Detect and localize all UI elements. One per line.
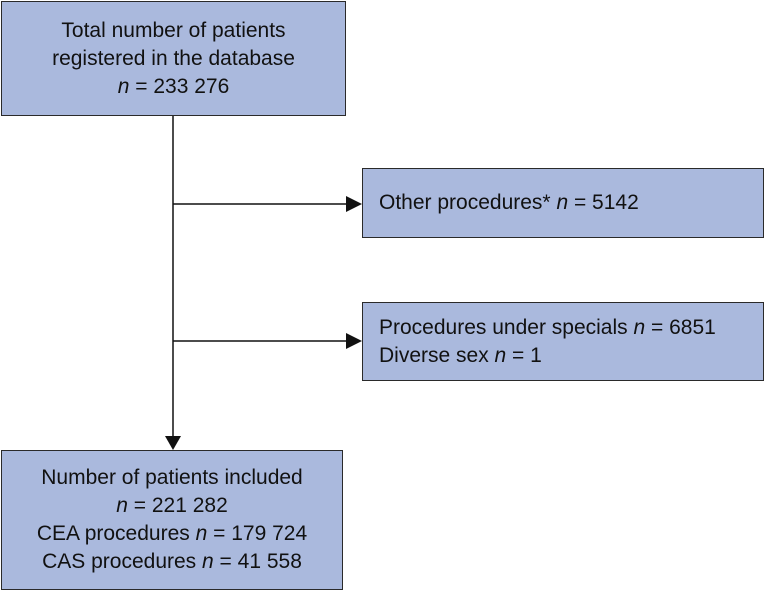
total-count: n = 233 276	[118, 73, 230, 101]
special-line1: Procedures under specials n = 6851	[379, 314, 763, 342]
special-n2-value: = 1	[506, 343, 542, 367]
special-line2: Diverse sex n = 1	[379, 342, 763, 370]
cea-line: CEA procedures n = 179 724	[37, 520, 307, 548]
cea-n-symbol: n	[195, 522, 208, 545]
cas-label: CAS procedures	[42, 550, 203, 573]
arrowhead-down-included	[165, 436, 181, 450]
included-n-symbol: n	[116, 494, 128, 517]
cea-label: CEA procedures	[36, 522, 196, 545]
special-label2: Diverse sex	[379, 343, 495, 367]
cas-line: CAS procedures n = 41 558	[42, 548, 302, 576]
total-line1: Total number of patients	[61, 18, 286, 42]
cea-n-value: = 179 724	[207, 522, 308, 545]
special-n1-value: = 6851	[645, 315, 716, 339]
included-patients-box: Number of patients included n = 221 282 …	[1, 450, 343, 590]
included-count: n = 221 282	[116, 492, 228, 520]
other-label: Other procedures*	[379, 191, 557, 214]
other-n-value: = 5142	[568, 191, 639, 214]
special-n1-symbol: n	[633, 315, 646, 339]
cas-n-value: = 41 558	[213, 550, 302, 573]
special-procedures-box: Procedures under specials n = 6851 Diver…	[362, 302, 764, 381]
other-procedures-box: Other procedures* n = 5142	[362, 168, 764, 238]
total-patients-box: Total number of patients registered in t…	[1, 1, 346, 116]
included-line1: Number of patients included	[41, 466, 303, 489]
special-label1: Procedures under specials	[379, 315, 634, 339]
arrowhead-right-special	[346, 333, 362, 349]
special-n2-symbol: n	[494, 343, 507, 367]
other-n-symbol: n	[556, 191, 569, 214]
other-line: Other procedures* n = 5142	[379, 189, 763, 217]
total-line2: registered in the database	[52, 46, 295, 70]
included-n-value: = 221 282	[127, 494, 228, 517]
cas-n-symbol: n	[202, 550, 214, 573]
total-n-value: = 233 276	[129, 74, 230, 98]
arrowhead-right-other	[346, 196, 362, 212]
total-n-symbol: n	[117, 74, 130, 98]
